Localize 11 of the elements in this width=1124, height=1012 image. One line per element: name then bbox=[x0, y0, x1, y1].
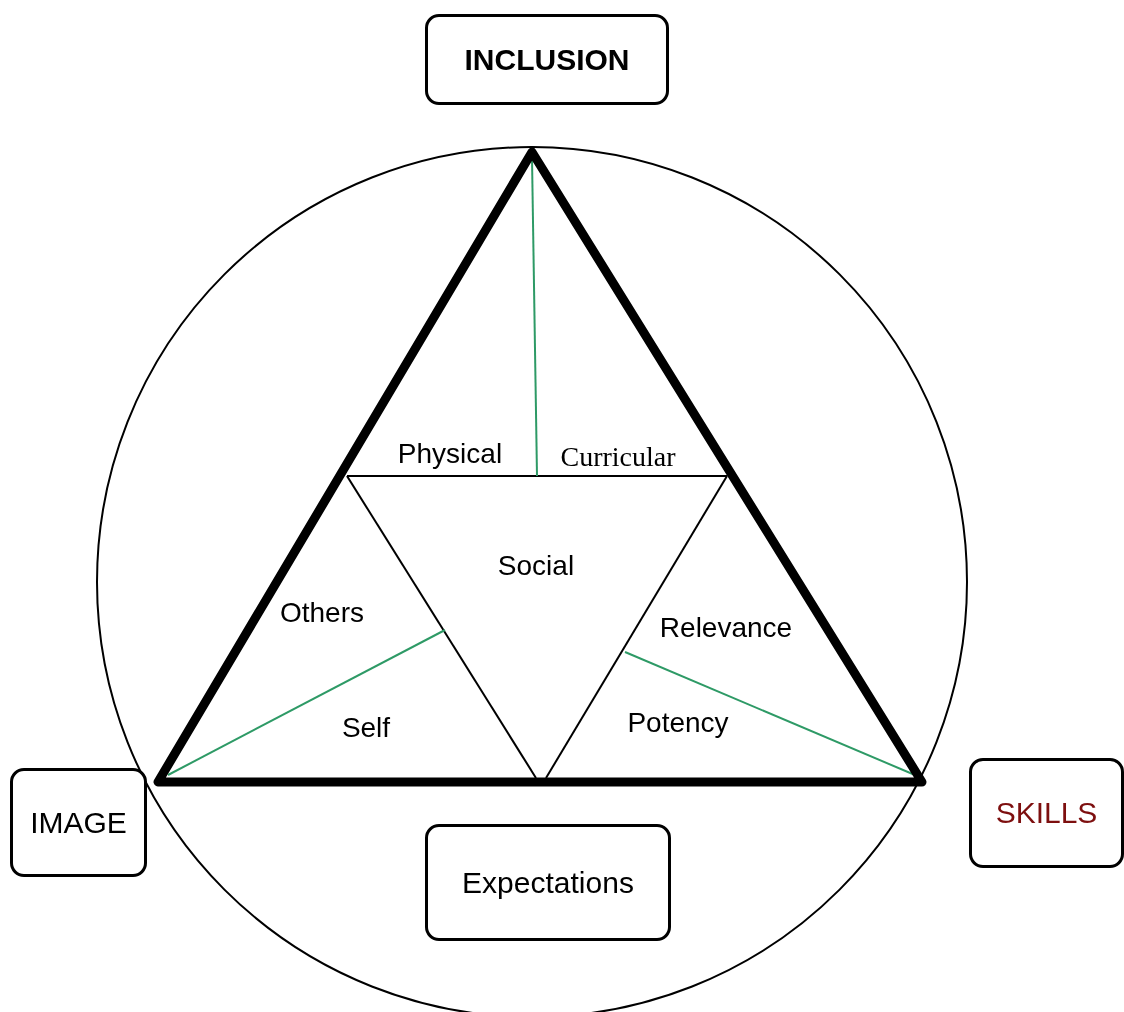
label-box: IMAGE bbox=[10, 768, 147, 877]
section-label: Potency bbox=[627, 707, 729, 739]
section-label: Relevance bbox=[659, 612, 793, 644]
section-label: Self bbox=[341, 712, 391, 744]
label-box: SKILLS bbox=[969, 758, 1124, 868]
section-label: Others bbox=[280, 597, 364, 629]
label-box: Expectations bbox=[425, 824, 671, 941]
section-label: Social bbox=[497, 550, 575, 582]
section-label: Physical bbox=[397, 438, 503, 470]
label-box: INCLUSION bbox=[425, 14, 669, 105]
section-label: Curricular bbox=[560, 441, 676, 473]
